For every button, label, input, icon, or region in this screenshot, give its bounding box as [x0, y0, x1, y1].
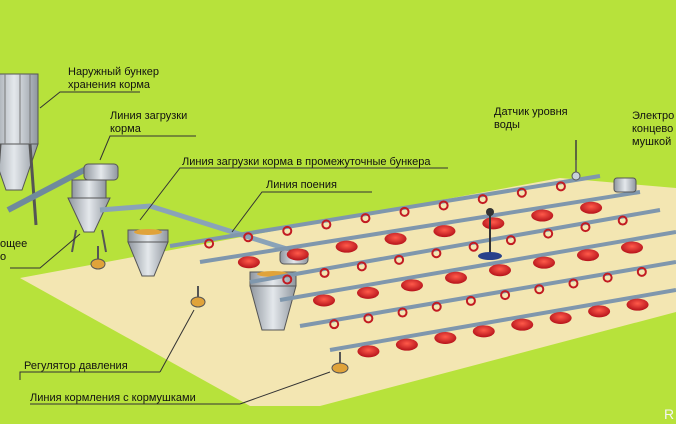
auger-motor-icon [83, 163, 119, 181]
drinker-icon [636, 266, 647, 277]
auger-pipe [6, 165, 90, 213]
feeding-line-pipe [279, 230, 676, 302]
feeder-icon [482, 217, 505, 230]
feed-line-label-line-1: Линия загрузки [110, 110, 188, 122]
edge-left-label-line-1: ощее [0, 238, 28, 250]
edge-left-label-line-2: о [0, 251, 7, 263]
drinker-icon [282, 274, 293, 285]
feeder-icon [384, 232, 407, 245]
feed-line-label: Линия загрузки корма [110, 110, 187, 136]
feeder-icon [434, 332, 457, 344]
feeder-icon [580, 201, 603, 214]
drinker-icon [568, 278, 579, 289]
feeder-icon [335, 240, 358, 253]
feeder-icon [588, 305, 611, 318]
barn-lines [169, 174, 676, 358]
feeder-icon [395, 338, 418, 351]
drinker-icon [500, 290, 511, 301]
watermark: R [664, 406, 675, 422]
water-sensor-label: Датчик уровня воды [494, 106, 568, 132]
feeder-icon [357, 286, 379, 299]
silo-label: Наружный бункер хранения корма [68, 66, 159, 92]
drinker-icon [399, 206, 410, 217]
feeder-icon [472, 325, 495, 338]
silo-label-line-1: Наружный бункер [68, 66, 160, 78]
feeder-icon [511, 318, 534, 331]
drinker-icon [329, 319, 340, 330]
water-sensor-label-line-2: воды [494, 119, 520, 131]
feeder-icon [489, 264, 511, 277]
drinker-icon [319, 267, 330, 278]
pressure-regulator-icon [190, 286, 206, 308]
drinker-icon [438, 200, 449, 211]
drinker-icon [363, 313, 374, 324]
drinker-icon [204, 238, 215, 249]
water-line-pipe [249, 208, 661, 284]
drinker-icon [516, 187, 527, 198]
feeder-icon [313, 294, 335, 307]
feeder-icon [626, 298, 649, 311]
drinker-icon [468, 241, 479, 252]
water-sensor-label-line-1: Датчик уровня [494, 106, 568, 118]
feeding-line-label: Линия кормления с кормушками [30, 392, 196, 404]
drinker-icon [431, 301, 442, 312]
drinker-icon [394, 254, 405, 265]
hopper-icon [127, 229, 169, 277]
drinker-icon [580, 222, 591, 233]
edge-right-label-line-2: концево [632, 123, 674, 135]
pressure-regulator-icon [90, 246, 106, 270]
leader-lines [10, 91, 577, 405]
edge-left-label: ощее о [0, 238, 27, 264]
water-line-pipe [169, 174, 601, 248]
hopper-icon [67, 179, 111, 253]
feeder-icon [531, 209, 554, 222]
drinker-icon [282, 225, 293, 236]
pressure-regulator-icon [331, 352, 349, 374]
drinker-icon [543, 228, 554, 239]
water-line-label: Линия поения [266, 179, 337, 191]
feed-line-label-line-2: корма [110, 123, 141, 135]
feeding-line-pipe [199, 190, 641, 264]
drinker-icon [356, 261, 367, 272]
feeder-icon [401, 279, 423, 292]
pressure-label: Регулятор давления [24, 360, 128, 372]
drinker-icon [465, 295, 476, 306]
feeder-icon [533, 256, 555, 269]
drinker-icon [397, 307, 408, 318]
feeder-icon [549, 312, 572, 324]
drinker-icon [360, 213, 371, 224]
edge-right-label-line-1: Электро [632, 110, 675, 122]
feeder-icon [445, 271, 467, 284]
feeder-icon [357, 345, 380, 358]
feeding-line-pipe [329, 288, 676, 352]
feeder-icon [237, 256, 260, 269]
drinker-icon [478, 208, 502, 260]
edge-right-label-line-3: мушкой [632, 136, 672, 148]
drinker-icon [555, 181, 566, 192]
edge-right-label: Электро концево мушкой [632, 110, 674, 149]
drinker-icon [602, 272, 613, 283]
feeder-icon [286, 248, 309, 261]
silo-icon [0, 73, 39, 226]
drinker-icon [617, 215, 628, 226]
water-line-pipe [299, 260, 676, 328]
drinker-icon [321, 219, 332, 230]
drinker-icon [243, 232, 254, 243]
feeder-icon [621, 241, 643, 254]
drinker-icon [534, 284, 545, 295]
intermediate-label: Линия загрузки корма в промежуточные бун… [182, 156, 431, 168]
end-switch-icon [613, 177, 637, 193]
feeder-icon [433, 225, 456, 238]
drinker-icon [505, 235, 516, 246]
silo-label-line-2: хранения корма [68, 79, 151, 91]
drinker-icon [477, 194, 488, 205]
drinker-icon [431, 248, 442, 259]
feeder-icon [577, 249, 599, 262]
